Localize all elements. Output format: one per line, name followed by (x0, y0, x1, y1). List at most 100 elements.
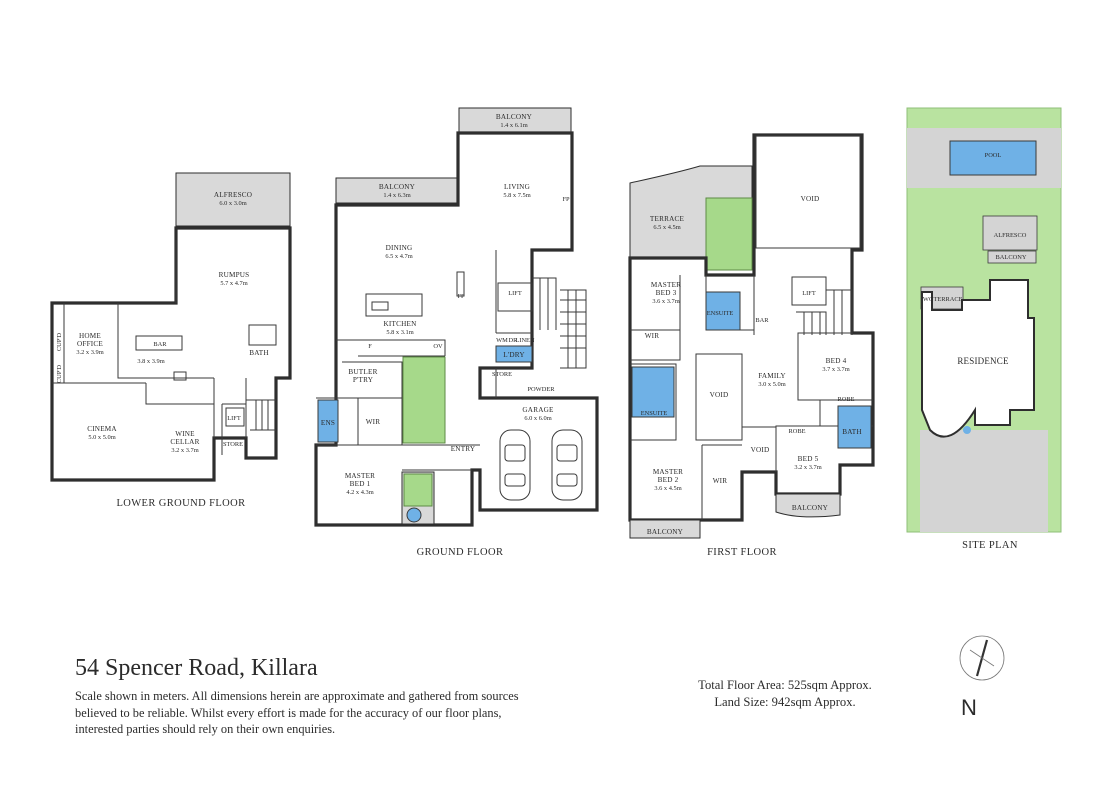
ff-void-top-box (755, 135, 861, 249)
total-floor-area: Total Floor Area: 525sqm Approx. (698, 678, 872, 692)
property-address: 54 Spencer Road, Killara (75, 655, 318, 681)
lower-ground-floor-plan: ALFRESCO 6.0 x 3.0m RUMPUS 5.7 x 4.7m HO… (50, 172, 292, 509)
ff-lift-box (791, 276, 827, 306)
ff-balcony-bottom-paving (629, 519, 701, 539)
lower-lift-box (225, 407, 245, 427)
first-floor-caption: FIRST FLOOR (707, 547, 777, 558)
gf-kitchen-dims: 5.8 x 3.1m (386, 329, 413, 336)
gf-powder-name: POWDER (528, 386, 556, 393)
gf-wm: WM (496, 337, 508, 344)
ff-ensuite-top (705, 291, 741, 331)
lg-store-name: STORE (223, 441, 243, 448)
site-driveway (920, 430, 1048, 532)
alfresco-paving (175, 172, 291, 227)
ff-ensuite-mid-name: ENSUITE (641, 410, 668, 417)
laundry-area (495, 345, 533, 363)
gf-store-name: STORE (492, 371, 512, 378)
gf-ens-name: ENS (321, 419, 335, 427)
gf-balcony-left-name: BALCONY (379, 183, 416, 191)
ff-terrace-name: TERRACE (650, 215, 685, 223)
kitchen-island (365, 293, 423, 317)
site-pool-label: POOL (985, 152, 1002, 159)
ff-master-bed2-dims: 3.6 x 4.5m (654, 485, 681, 492)
gf-master-bed1-name2: BED 1 (350, 480, 371, 488)
ff-bed5-name: BED 5 (798, 455, 819, 463)
land-size: Land Size: 942sqm Approx. (714, 695, 856, 709)
gf-laundry-name: L'DRY (503, 351, 525, 359)
gf-dr: DR (509, 337, 519, 344)
first-floor-plan: TERRACE 6.5 x 4.5m VOID MASTER BED 3 3.6… (628, 133, 875, 558)
lg-cupd-2: CUP'D (56, 365, 63, 384)
ff-master-bed2-name: MASTER (653, 468, 683, 476)
lg-cinema-name: CINEMA (87, 425, 117, 433)
lg-wine-name: WINE (175, 430, 195, 438)
gf-oven: OV (433, 343, 443, 350)
lg-cupd-1: CUP'D (56, 333, 63, 352)
ff-ensuite-top-name: ENSUITE (707, 310, 734, 317)
site-residence-footprint (921, 279, 1035, 438)
gf-garage-name: GARAGE (522, 406, 554, 414)
ff-bed4-dims: 3.7 x 3.7m (822, 366, 849, 373)
ff-robe-2: ROBE (788, 428, 805, 435)
gf-courtyard-garden (402, 356, 446, 444)
gf-fp-1: FP (457, 293, 465, 300)
ff-bed4-name: BED 4 (826, 357, 847, 365)
lg-bath-name: BATH (249, 349, 269, 357)
gf-outline (314, 131, 599, 527)
ground-floor-caption: GROUND FLOOR (417, 547, 504, 558)
kitchen-sink (371, 301, 389, 311)
ff-master-bed3-name2: BED 3 (656, 289, 677, 297)
site-plan: POOL ALFRESCO BALCONY TERRACE WC RESIDEN… (906, 107, 1062, 551)
gf-balcony-top-dims: 1.4 x 6.1m (500, 122, 527, 129)
site-terrace-label: TERRACE (933, 296, 962, 303)
lg-bar-name: BAR (153, 341, 167, 348)
gf-dining-dims: 6.5 x 4.7m (385, 253, 412, 260)
ff-void-small-name: VOID (751, 446, 770, 454)
ff-master-bed3-dims: 3.6 x 3.7m (652, 298, 679, 305)
ff-bath-area (837, 405, 872, 449)
ff-terrace-dims: 6.5 x 4.5m (653, 224, 680, 231)
ff-stairs (796, 289, 853, 335)
gf-butler-name: BUTLER (348, 368, 377, 376)
gf-lift-box (497, 282, 533, 312)
bar-counter (135, 335, 183, 351)
gf-living-dims: 5.8 x 7.5m (503, 192, 530, 199)
bar-sink (173, 371, 187, 381)
gf-linen: LINEN (515, 337, 535, 344)
gf-kitchen-name: KITCHEN (384, 320, 418, 328)
ff-wir-bottom-name: WIR (713, 477, 728, 485)
lg-wine-name2: CELLAR (170, 438, 199, 446)
gf-balcony-left-dims: 1.4 x 6.3m (383, 192, 410, 199)
lg-rumpus-dims: 5.7 x 4.7m (220, 280, 247, 287)
site-alfresco-paving (982, 215, 1038, 251)
gf-balcony-left-paving (335, 177, 458, 204)
lg-home-office-name2: OFFICE (77, 340, 103, 348)
gf-entry-name: ENTRY (451, 445, 476, 453)
ff-ensuite-mid (631, 366, 675, 418)
area-summary: Total Floor Area: 525sqm Approx. Land Si… (640, 677, 930, 711)
ff-bath-name: BATH (842, 428, 862, 436)
ground-floor-plan: BALCONY 1.4 x 6.1m BALCONY 1.4 x 6.3m LI… (314, 107, 599, 558)
ff-terrace-garden (705, 197, 753, 271)
site-wc-label: WC (923, 296, 933, 303)
ff-family-name: FAMILY (758, 372, 786, 380)
gf-master-bed1-dims: 4.2 x 4.3m (346, 489, 373, 496)
ff-family-dims: 3.0 x 5.0m (758, 381, 785, 388)
ff-robe-1: ROBE (837, 396, 854, 403)
gf-water-feature (406, 507, 422, 523)
compass-north-letter: N (961, 695, 977, 720)
gf-butler-name2: P'TRY (353, 376, 374, 384)
site-alfresco-label: ALFRESCO (994, 232, 1027, 239)
lg-wine-dims: 3.2 x 3.7m (171, 447, 198, 454)
gf-fireplace-dining (456, 271, 465, 297)
ff-outline (628, 133, 875, 522)
site-plan-caption: SITE PLAN (962, 540, 1018, 551)
gf-fp-2: FP (562, 196, 570, 203)
gf-entry-garden (403, 473, 433, 507)
lg-cinema-dims: 5.0 x 5.0m (88, 434, 115, 441)
gf-lift-name: LIFT (508, 290, 522, 297)
ff-void-mid-name: VOID (710, 391, 729, 399)
ff-wir-top-name: WIR (645, 332, 660, 340)
ff-balcony-bed5-name: BALCONY (792, 504, 829, 512)
